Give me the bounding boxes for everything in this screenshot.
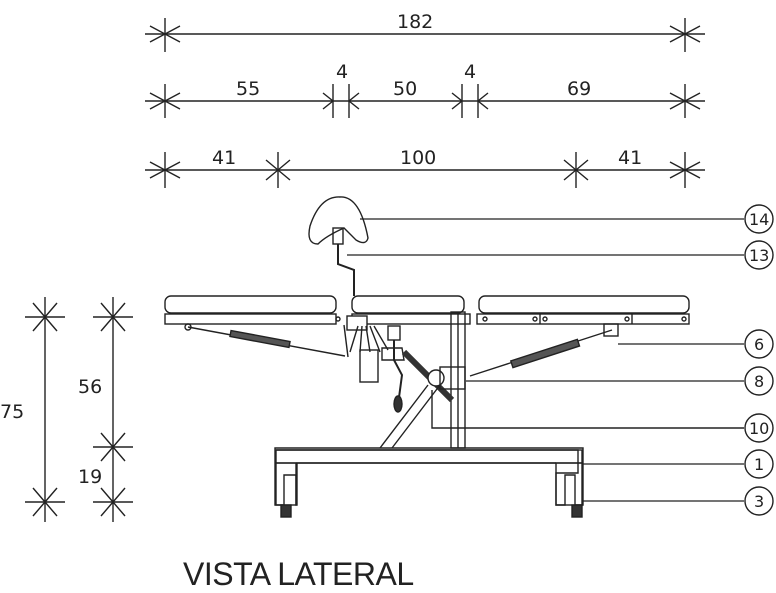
table-base — [274, 447, 584, 518]
callout-6: 6 — [744, 329, 774, 359]
pedestal-mechanism — [346, 311, 744, 449]
svg-text:6: 6 — [754, 335, 764, 354]
dim-label-segment-1: 55 — [236, 78, 260, 100]
dim-label-overall: 182 — [397, 11, 433, 33]
dim-label-upper-height: 56 — [78, 376, 102, 398]
dim-label-inner-middle: 100 — [400, 147, 436, 169]
dim-label-gap-2: 4 — [464, 61, 476, 83]
svg-text:8: 8 — [754, 372, 764, 391]
dim-label-segment-2: 50 — [393, 78, 417, 100]
left-gas-spring — [184, 323, 349, 358]
right-rail — [476, 313, 690, 325]
leader-lines — [347, 218, 744, 502]
right-cushion — [478, 295, 690, 314]
svg-text:3: 3 — [754, 492, 764, 511]
middle-rail — [351, 313, 471, 325]
callout-8: 8 — [744, 366, 774, 396]
callout-3: 3 — [744, 486, 774, 516]
view-title: VISTA LATERAL — [183, 556, 414, 592]
dimension-overall-length: 182 — [145, 11, 705, 52]
dimension-inner: 41 100 41 — [145, 147, 705, 188]
callout-10: 10 — [744, 413, 774, 443]
dim-label-total-height: 75 — [0, 401, 24, 423]
headrest — [308, 196, 369, 296]
callout-1: 1 — [744, 449, 774, 479]
callout-13: 13 — [744, 240, 774, 270]
svg-text:14: 14 — [749, 210, 769, 229]
dimension-heights: 75 56 19 — [0, 297, 133, 522]
callout-bubbles: 14 13 6 8 10 1 3 — [744, 204, 774, 516]
svg-text:10: 10 — [749, 419, 769, 438]
dimension-segments: 55 4 50 4 69 — [145, 61, 705, 118]
dim-label-inner-left: 41 — [212, 147, 236, 169]
middle-cushion — [351, 295, 465, 314]
dim-label-lower-height: 19 — [78, 466, 102, 488]
dim-label-segment-3: 69 — [567, 78, 591, 100]
callout-14: 14 — [744, 204, 774, 234]
dim-label-inner-right: 41 — [618, 147, 642, 169]
svg-text:1: 1 — [754, 455, 764, 474]
dim-label-gap-1: 4 — [336, 61, 348, 83]
examination-table — [164, 196, 744, 518]
svg-text:13: 13 — [749, 246, 769, 265]
left-rail — [164, 313, 337, 325]
right-gas-spring — [469, 323, 619, 377]
left-cushion — [164, 295, 337, 314]
